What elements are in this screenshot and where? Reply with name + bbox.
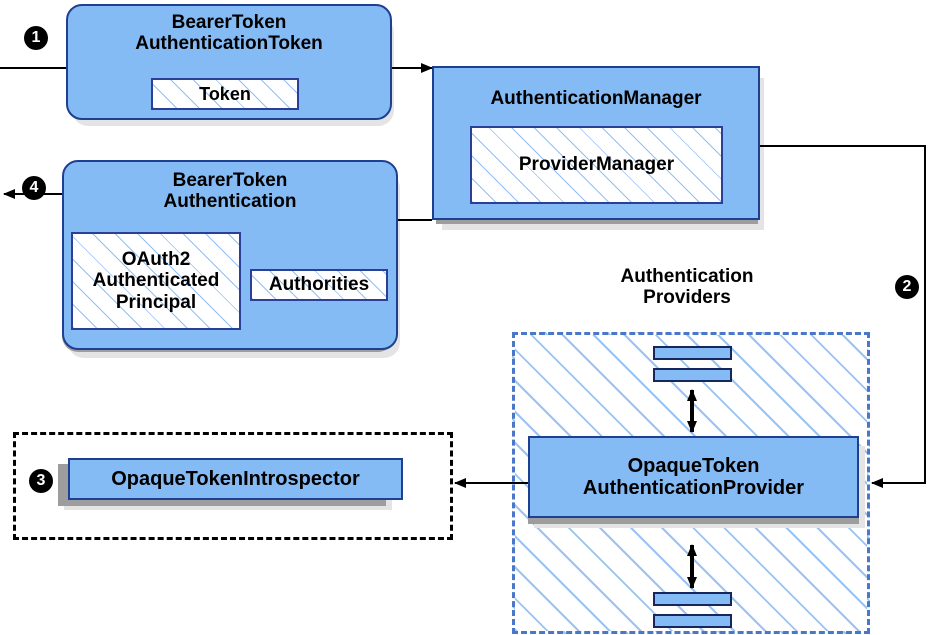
badge-4: 4 <box>22 176 46 200</box>
badge-3: 3 <box>29 469 53 493</box>
badge-2-number: 2 <box>902 278 912 295</box>
node-title-line2: Authentication <box>163 191 297 213</box>
inner-box-token-label: Token <box>199 83 251 104</box>
node-opaque-token-authentication-provider[interactable]: OpaqueToken AuthenticationProvider <box>528 436 859 518</box>
node-title-line1: BearerToken <box>172 170 288 191</box>
inner-box-oauth2-authenticated-principal[interactable]: OAuth2 Authenticated Principal <box>71 232 241 330</box>
node-label: OpaqueTokenIntrospector <box>111 467 360 490</box>
inner-box-authorities[interactable]: Authorities <box>250 269 388 301</box>
principal-line1: OAuth2 <box>121 249 191 271</box>
node-title: AuthenticationManager <box>490 88 702 109</box>
node-title-line1: BearerToken <box>171 12 287 33</box>
inner-box-token[interactable]: Token <box>151 78 299 110</box>
badge-3-number: 3 <box>36 472 46 489</box>
badge-1-number: 1 <box>31 29 41 46</box>
inner-box-provider-manager-label: ProviderManager <box>518 154 675 176</box>
badge-4-number: 4 <box>29 179 39 196</box>
group-title-line2: Providers <box>643 287 731 309</box>
inner-box-authorities-label: Authorities <box>268 274 370 296</box>
node-bearer-token-authentication-token[interactable]: BearerToken AuthenticationToken <box>66 4 392 120</box>
key-bars-icon-top-bar2 <box>653 368 732 382</box>
node-title-line2: AuthenticationProvider <box>582 477 805 499</box>
node-title-line1: OpaqueToken <box>627 454 760 477</box>
badge-2: 2 <box>895 275 919 299</box>
key-bars-icon-bottom-bar2 <box>653 614 732 628</box>
group-title-authentication-providers: Authentication Providers <box>556 266 818 309</box>
principal-line3: Principal <box>115 291 197 313</box>
principal-line2: Authenticated <box>92 270 220 292</box>
group-title-line1: Authentication <box>620 266 754 287</box>
node-opaque-token-introspector[interactable]: OpaqueTokenIntrospector <box>68 458 403 500</box>
inner-box-provider-manager[interactable]: ProviderManager <box>470 126 723 204</box>
key-bars-icon-top-bar1 <box>653 346 732 360</box>
node-title-line2: AuthenticationToken <box>135 33 323 55</box>
badge-1: 1 <box>24 26 48 50</box>
key-bars-icon-bottom-bar1 <box>653 592 732 606</box>
